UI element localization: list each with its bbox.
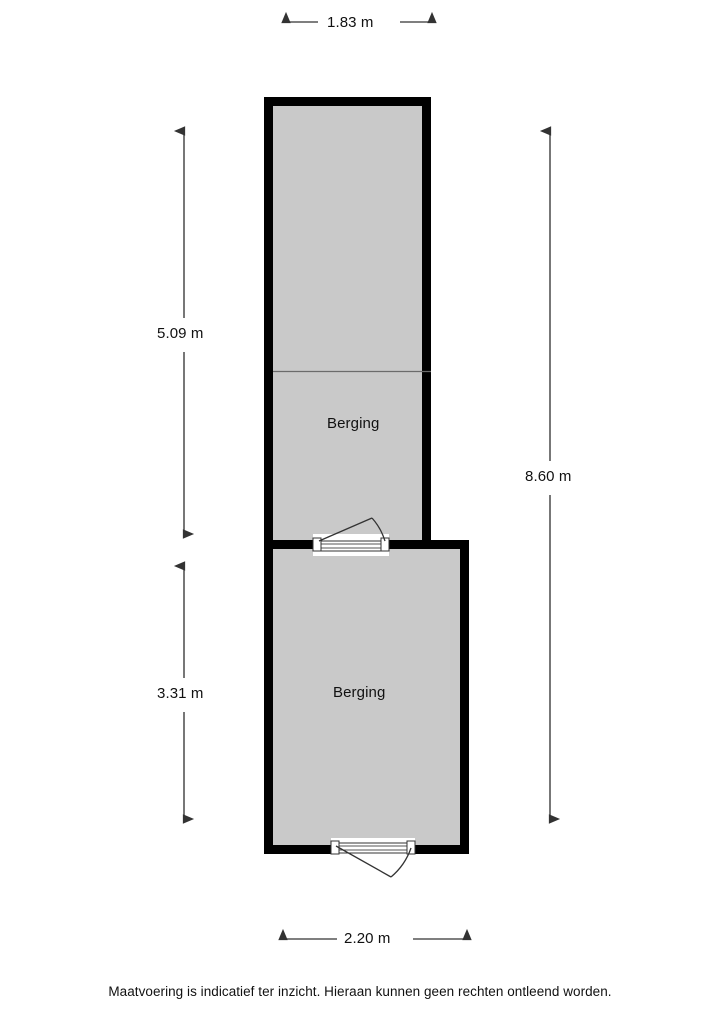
door-middle-leaf [315,540,387,552]
door-middle-swing-arc [371,517,386,542]
room-label-lower: Berging [333,684,386,701]
disclaimer-text: Maatvoering is indicatief ter inzicht. H… [108,984,612,999]
room-upper [264,97,431,549]
dimension-label-left-lower-height: 3.31 m [157,685,204,702]
door-bottom-swing-leaf [335,845,392,878]
dimension-label-right-total-height: 8.60 m [525,468,572,485]
door-middle-swing-leaf [318,517,373,542]
dimension-label-left-upper-height: 5.09 m [157,325,204,342]
door-bottom-swing-arc [390,847,412,878]
dimension-label-bottom-width: 2.20 m [344,930,391,947]
door-middle-hinge-right [380,537,390,552]
room-label-upper: Berging [327,415,380,432]
door-bottom [330,838,416,878]
door-bottom-hinge-right [406,840,416,855]
room-lower-floor [273,549,460,845]
room-upper-floor [273,106,422,549]
door-middle [312,517,390,556]
room-lower [264,540,469,854]
dimension-label-top-width: 1.83 m [327,14,374,31]
door-middle-hinge-left [312,537,322,552]
